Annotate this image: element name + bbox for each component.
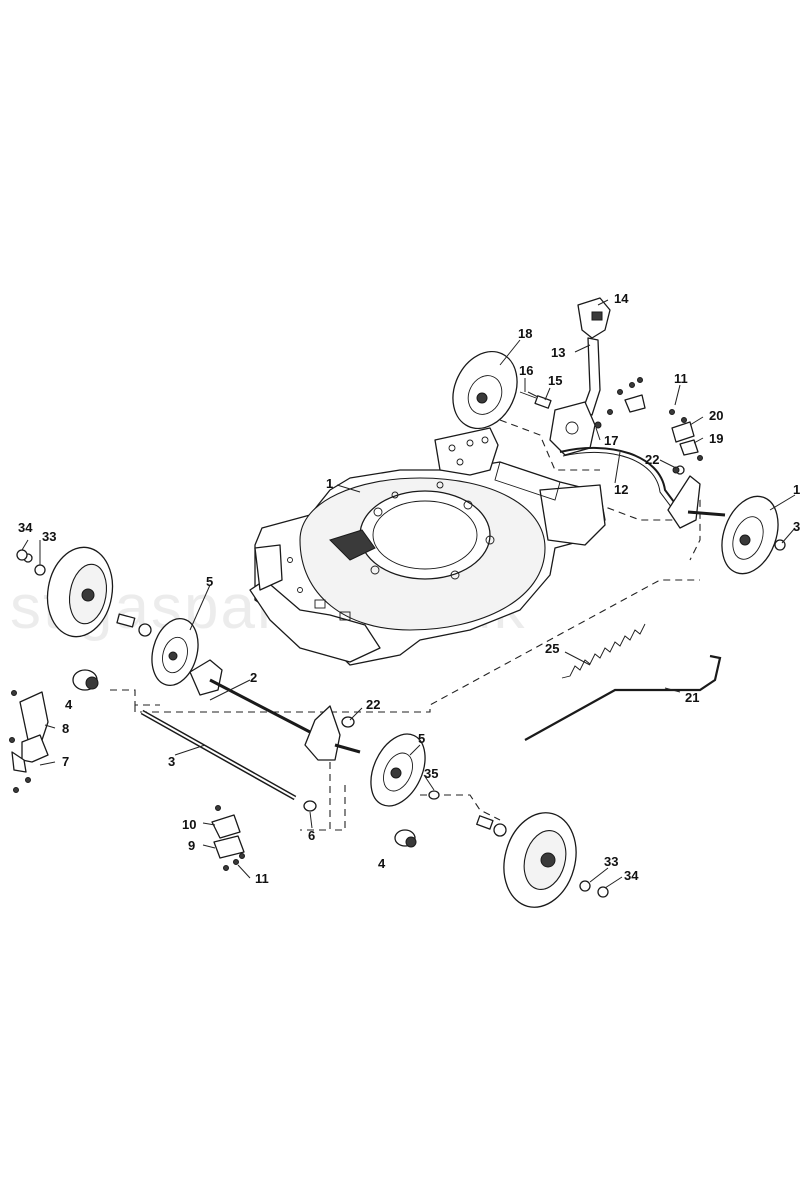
callout-12: 12 xyxy=(614,482,628,497)
cable-clamps xyxy=(624,394,699,475)
callout-25: 25 xyxy=(545,641,559,656)
callout-18: 18 xyxy=(518,326,532,341)
left-wheel-cover xyxy=(151,618,199,686)
callout-2: 2 xyxy=(250,670,257,685)
rear-hubcap xyxy=(452,350,518,430)
callout-22: 22 xyxy=(366,697,380,712)
rear-axle-bracket xyxy=(667,475,726,529)
callout-5: 5 xyxy=(418,731,425,746)
front-wheel-cover xyxy=(370,733,426,807)
axle-rod xyxy=(140,709,297,801)
callout-11: 11 xyxy=(255,871,269,886)
callout-5: 5 xyxy=(206,574,213,589)
bottom-clamps xyxy=(211,814,245,859)
callout-6: 6 xyxy=(308,828,315,843)
callout-10: 10 xyxy=(182,817,196,832)
rear-right-wheel-cover xyxy=(721,495,786,575)
callout-9: 9 xyxy=(188,838,195,853)
callout-33: 33 xyxy=(604,854,618,869)
height-adjust-cable xyxy=(559,446,681,513)
callout-17: 17 xyxy=(604,433,618,448)
front-bush xyxy=(394,829,417,848)
callout-19: 19 xyxy=(709,431,723,446)
front-axle-assembly xyxy=(189,659,361,761)
callout-34: 34 xyxy=(18,520,33,535)
callout-34: 34 xyxy=(624,868,639,883)
mower-deck xyxy=(249,461,606,666)
leader-lines xyxy=(21,299,796,889)
callout-14: 14 xyxy=(614,291,629,306)
callout-7: 7 xyxy=(62,754,69,769)
callout-21: 21 xyxy=(685,690,699,705)
callout-3: 3 xyxy=(793,519,800,534)
callout-labels: 1 1 2 3 3 4 4 5 5 6 7 8 9 10 11 11 12 13… xyxy=(18,291,800,886)
callout-3: 3 xyxy=(168,754,175,769)
callout-1: 1 xyxy=(793,482,800,497)
screws xyxy=(9,377,703,871)
callout-1: 1 xyxy=(326,476,333,491)
callout-11: 11 xyxy=(674,371,688,386)
spring xyxy=(561,623,646,679)
rear-hinge-bracket xyxy=(434,427,499,476)
callout-15: 15 xyxy=(548,373,562,388)
height-adjust-lever xyxy=(519,297,611,456)
assembly-guide-lines xyxy=(80,419,701,831)
left-wheel xyxy=(23,546,152,638)
left-height-brackets xyxy=(11,691,49,773)
callout-8: 8 xyxy=(62,721,69,736)
height-link-rod xyxy=(524,654,722,741)
callout-22: 22 xyxy=(645,452,659,467)
callout-35: 35 xyxy=(424,766,438,781)
hub-nuts xyxy=(16,549,28,561)
callout-13: 13 xyxy=(551,345,565,360)
callout-20: 20 xyxy=(709,408,723,423)
callout-4: 4 xyxy=(378,856,386,871)
callout-16: 16 xyxy=(519,363,533,378)
callout-33: 33 xyxy=(42,529,56,544)
left-bush xyxy=(72,669,99,691)
front-right-wheel xyxy=(476,812,577,908)
callout-4: 4 xyxy=(65,697,73,712)
